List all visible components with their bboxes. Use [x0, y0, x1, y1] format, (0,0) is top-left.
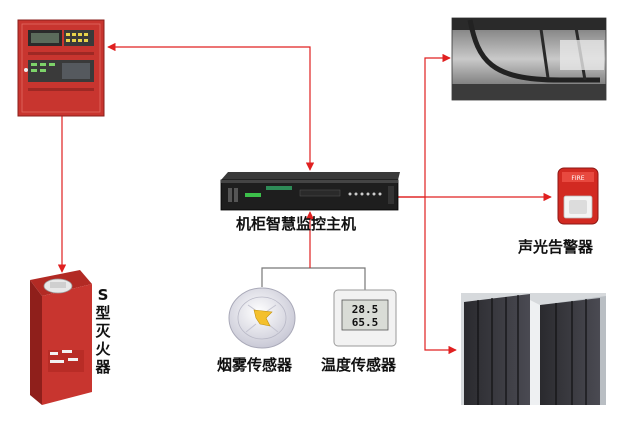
label-extinguisher: S型灭火器 [95, 286, 111, 376]
connections [57, 42, 552, 355]
arrow-panel-host [107, 42, 315, 171]
temp-display-line1: 28.5 [352, 303, 379, 316]
fire-control-panel-icon [17, 19, 105, 117]
label-smoke-sensor: 烟雾传感器 [217, 356, 293, 374]
server-racks-icon [461, 293, 606, 405]
arrow-host-camera [398, 53, 451, 198]
connector-sensors [261, 267, 366, 290]
label-monitoring-host: 机柜智慧监控主机 [236, 215, 357, 233]
arrow-host-racks [424, 197, 457, 355]
temperature-sensor-icon: 28.5 65.5 [333, 289, 397, 347]
label-audible-alarm: 声光告警器 [518, 238, 594, 256]
label-temperature-sensor: 温度传感器 [321, 356, 397, 374]
temp-display-line2: 65.5 [352, 316, 379, 329]
monitoring-host-icon [220, 172, 400, 211]
svg-text:FIRE: FIRE [571, 175, 584, 182]
camera-view-icon [451, 17, 607, 101]
smoke-sensor-icon [228, 287, 296, 349]
fire-extinguisher-icon [30, 270, 92, 405]
strobe-alarm-icon: FIRE [557, 167, 599, 225]
